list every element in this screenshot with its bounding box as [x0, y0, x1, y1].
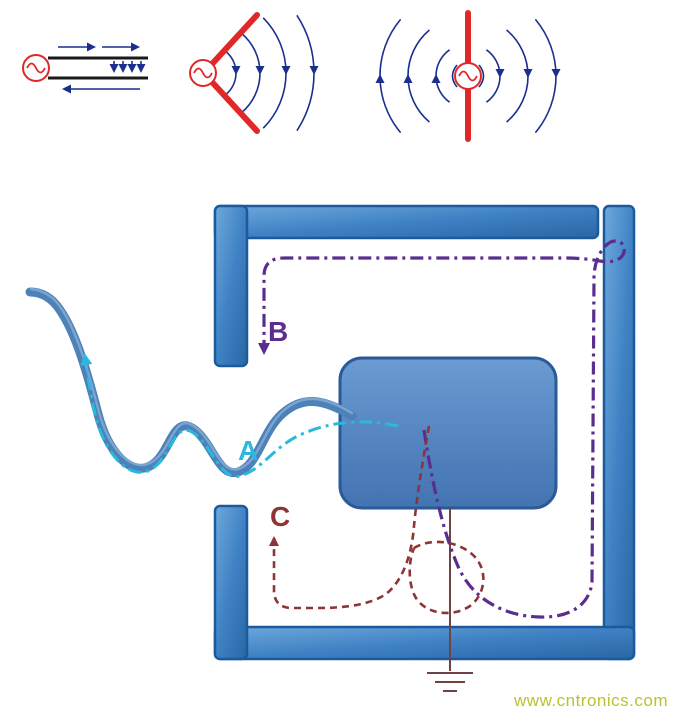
transmission-line-diagram: [22, 42, 148, 94]
cable-highlight: [29, 287, 354, 471]
leakage-path-b: [258, 239, 626, 619]
field-line-arcs: [225, 14, 319, 132]
label-path-a: A: [238, 435, 258, 466]
label-path-b: B: [268, 316, 288, 347]
radiation-path-a: [80, 353, 399, 478]
ac-source-icon: [454, 62, 482, 90]
ac-source-icon: [189, 59, 217, 87]
parallel-wires: [48, 56, 148, 80]
label-path-c: C: [270, 501, 290, 532]
dipole-element: [454, 10, 482, 142]
flared-arms: [189, 12, 260, 134]
wall-left-lower: [213, 504, 249, 661]
wall-bottom: [213, 625, 636, 661]
wall-right: [602, 204, 636, 661]
field-line-arcs: [375, 18, 561, 134]
ac-source-icon: [22, 54, 50, 82]
ground-loop-path-c: [269, 425, 485, 615]
watermark: www.cntronics.com: [513, 691, 668, 710]
wall-top: [213, 204, 600, 240]
dipole-antenna-diagram: [375, 10, 561, 142]
cable: [25, 287, 357, 478]
ground-loop-circle: [408, 540, 485, 615]
flared-antenna-diagram: [189, 12, 319, 134]
wall-left-upper: [213, 204, 249, 368]
current-arrows: [58, 42, 146, 94]
device-box: [338, 356, 558, 510]
shield-enclosure: [213, 204, 636, 661]
ground-icon: [427, 508, 473, 692]
